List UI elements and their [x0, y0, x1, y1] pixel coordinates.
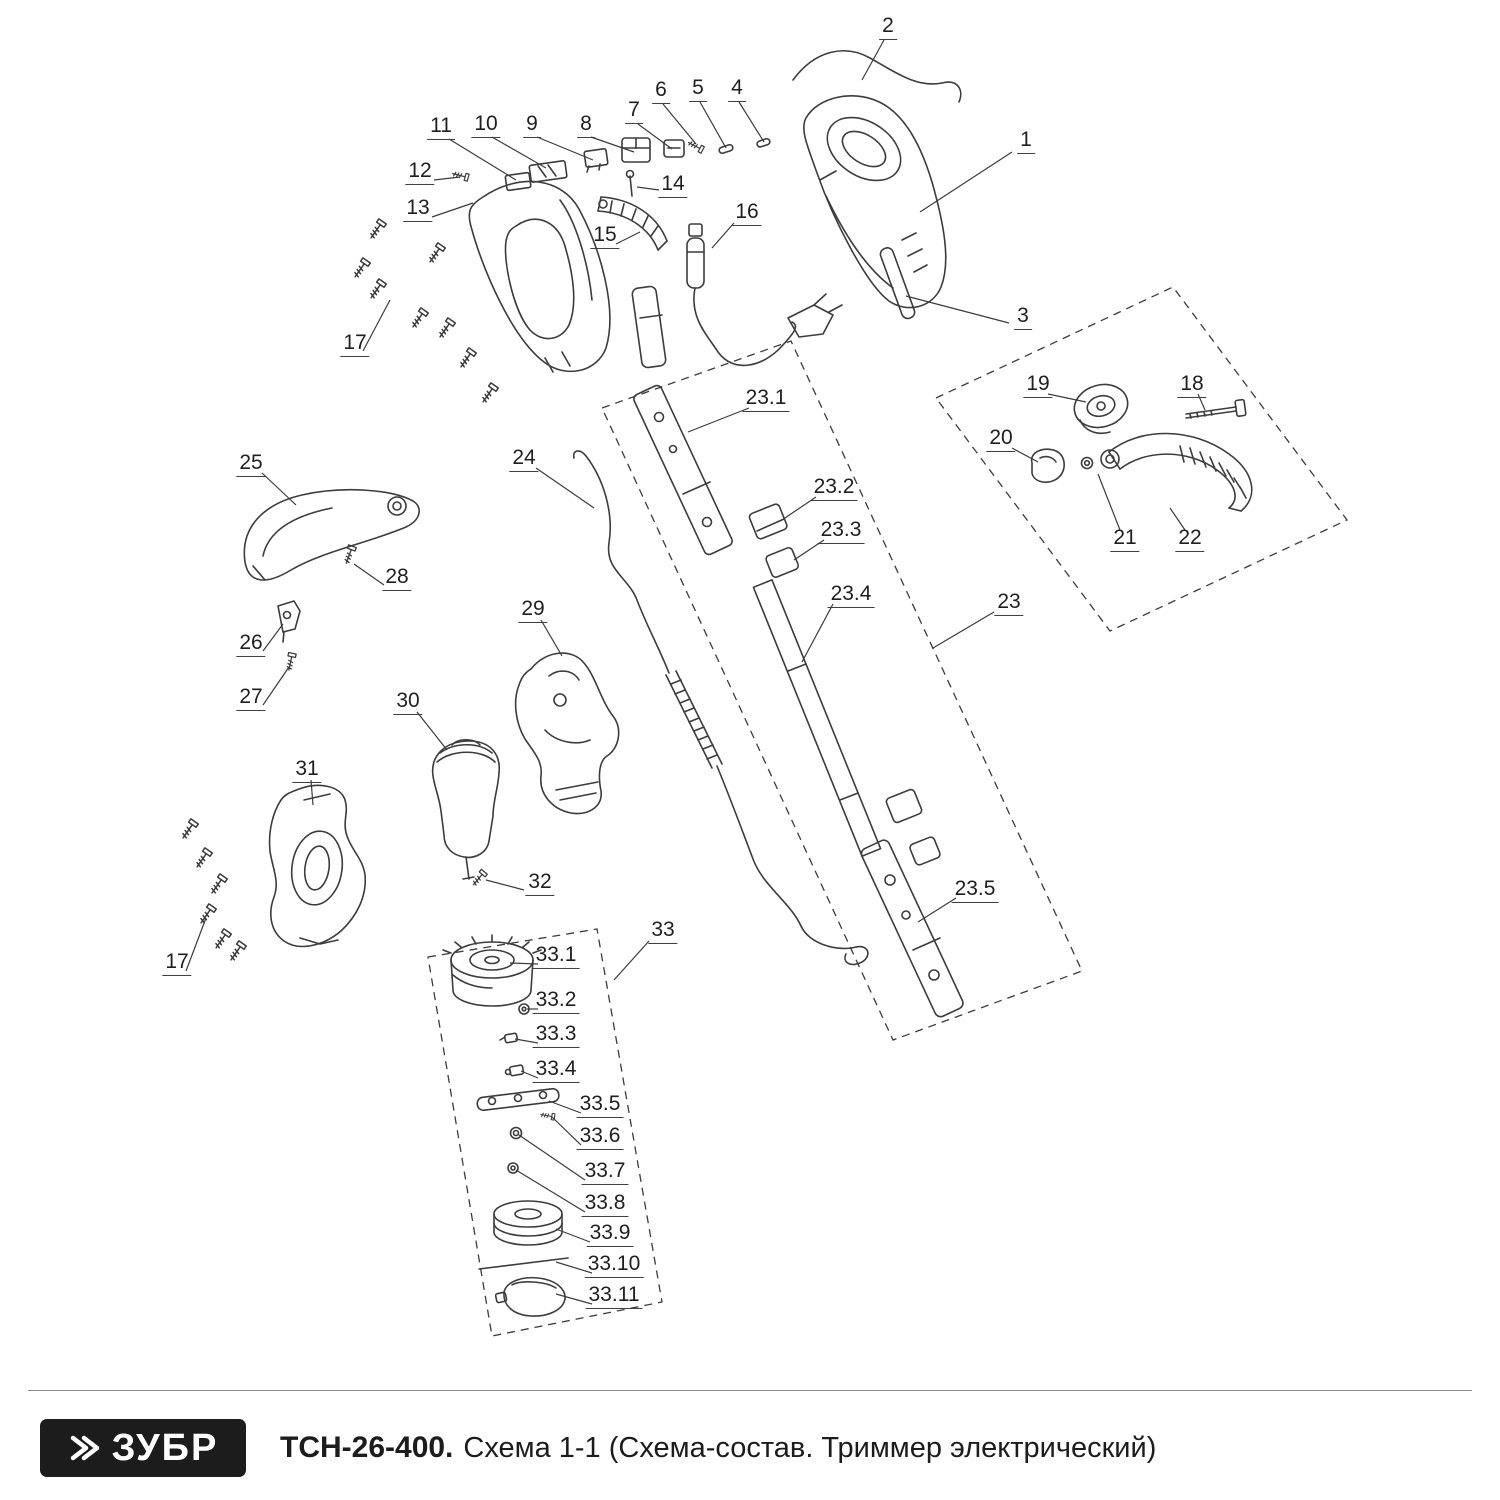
brand-name: ЗУБР [111, 1426, 219, 1469]
part-25-guard-cover [243, 488, 420, 581]
part-23-3-sleeve [765, 546, 800, 578]
part-18-bolt [1185, 398, 1247, 419]
part-5-pin [718, 143, 734, 155]
group-18-22-dashed-box [935, 286, 1348, 632]
leader-lines [185, 39, 1206, 1305]
group-33-dashed-box [427, 928, 663, 1337]
footer: ЗУБР ТСН-26-400. Схема 1-1 (Схема-состав.… [0, 1390, 1500, 1477]
part-1-motor-housing [802, 95, 947, 309]
part-22-wheel-assembly [1100, 432, 1253, 512]
part-33-11-cap [494, 1276, 566, 1317]
part-19-wheel-bracket [1073, 383, 1129, 435]
part-23-2-sleeve [748, 503, 788, 540]
part-6-screw [686, 138, 705, 154]
part-33-1-head-housing [442, 934, 542, 1007]
part-8-switch-block [621, 137, 651, 163]
part-33-5-cutter-bar [476, 1087, 560, 1112]
part-30-stator [431, 738, 500, 880]
schema-title: ТСН-26-400. Схема 1-1 (Схема-состав. Трим… [280, 1431, 1156, 1465]
part-13-handle-housing [468, 180, 667, 373]
part-16-cable-assembly [686, 223, 843, 367]
part-15-lever [597, 196, 668, 251]
zubr-arrow-icon [70, 1435, 99, 1461]
part-23-1-upper-tube [633, 384, 733, 556]
part-24-cable [572, 450, 869, 966]
part-23-5-lower-tube [860, 839, 964, 1018]
footer-divider [28, 1390, 1472, 1391]
part-31-lower-housing [268, 784, 367, 948]
part-33-9-spool [493, 1200, 563, 1246]
part-33-3-clip [499, 1032, 519, 1044]
part-33-7-nut [509, 1126, 523, 1140]
part-32-screw [469, 868, 488, 888]
zubr-logo: ЗУБР [40, 1419, 246, 1477]
part-7-switch [663, 139, 685, 158]
part-33-8-washer [507, 1162, 519, 1174]
part-26-bracket [277, 600, 301, 643]
schema-subtitle: Схема 1-1 (Схема-состав. Триммер электри… [463, 1432, 1157, 1464]
part-14-pin [625, 169, 635, 197]
part-12-screw [451, 169, 470, 182]
part-29-motor-mount [514, 652, 620, 815]
part-21-nut [1080, 456, 1094, 470]
part-33-10-trimmer-line [478, 1257, 569, 1270]
part-9-connector [583, 148, 609, 173]
group-23-dashed-box [601, 340, 1083, 1041]
part-33-6-bolt [539, 1110, 556, 1121]
part-17-screws-lower [178, 818, 248, 964]
part-2-power-cord [792, 50, 962, 103]
part-3-strip [879, 247, 916, 320]
part-23-4-shaft-tube [752, 579, 882, 857]
model-number: ТСН-26-400. [280, 1431, 454, 1464]
part-11-block [504, 171, 532, 192]
part-4-pin [756, 137, 771, 148]
part-27-screw [284, 651, 297, 672]
part-33-4-clip [504, 1064, 525, 1077]
part-10-plate [528, 160, 568, 183]
part-20-clamp [1030, 448, 1065, 483]
part-23-spare-sleeves [885, 788, 941, 866]
